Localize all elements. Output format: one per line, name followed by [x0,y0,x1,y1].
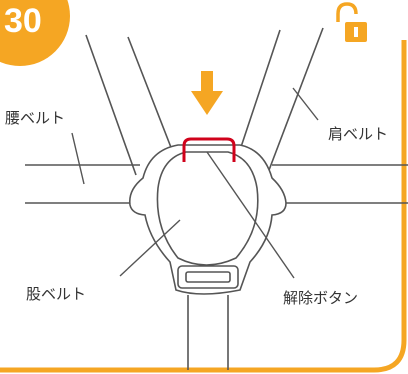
step-number: 30 [4,2,42,40]
step-badge: 30 [0,0,70,66]
release-button-label: 解除ボタン [283,289,358,307]
release-button [182,137,236,162]
unlocked-padlock-icon [336,2,367,42]
shoulder-belt-label: 肩ベルト [328,125,388,143]
crotch-belt-leader [119,219,181,277]
waist-belt-leader [71,132,85,185]
arrow-down-icon [191,71,223,115]
page-frame [0,40,407,373]
waist-belt-label: 腰ベルト [5,109,65,127]
waist-belt [25,164,408,204]
release-button-leader [206,151,295,279]
buckle [128,144,287,295]
shoulder-belt-leader [292,87,319,121]
crotch-belt-label: 股ベルト [26,285,86,303]
shoulder-belt [85,27,324,179]
crotch-belt [187,295,229,370]
